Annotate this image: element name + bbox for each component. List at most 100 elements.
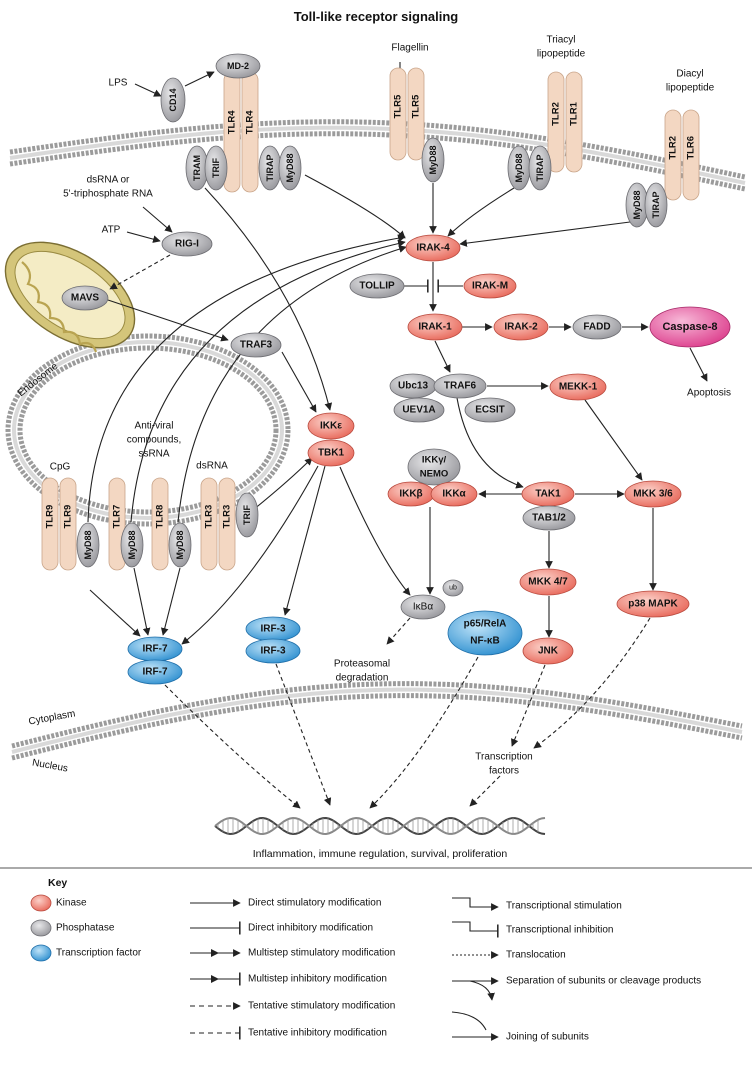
tlr3-left: TLR3 (200, 477, 218, 571)
tak1: TAK1 (521, 481, 575, 507)
phosphatase-swatch (30, 919, 52, 937)
plasma-membrane (9, 119, 746, 192)
p65-label: p65/RelA (464, 619, 507, 630)
jnk: JNK (522, 637, 574, 665)
cd14-to-md2 (184, 71, 215, 87)
irf-7-bottom: IRF-7 (127, 659, 183, 685)
membranes (5, 119, 746, 761)
myd88-tlr8-to-irf7 (160, 567, 181, 636)
tlr8: TLR8 (151, 477, 169, 571)
nemo-label: NEMO (420, 469, 449, 480)
ikba-to-degradation (386, 617, 411, 645)
tbk1-to-irf7 (181, 465, 319, 645)
tlr1: TLR1 (565, 71, 583, 173)
myd88-tlr7-to-irf7 (133, 567, 151, 636)
uev1a: UEV1A (393, 397, 445, 423)
myd88-tlr8-label: MyD88 (175, 530, 185, 559)
tlr6: TLR6 (682, 109, 700, 201)
irf-7-top: IRF-7 (127, 636, 183, 662)
atp-label: ATP (102, 225, 121, 236)
tirap-tlr21-label: TIRAP (535, 155, 545, 182)
tlr7-label: TLR7 (112, 505, 123, 529)
tlr3-right-label: TLR3 (222, 505, 233, 529)
antiviral-label-1: Anti-viral (135, 421, 174, 432)
uev1a-label: UEV1A (402, 405, 435, 416)
tbk1-label: TBK1 (318, 448, 345, 459)
myd88-tlr26-label: MyD88 (632, 190, 642, 219)
tab1-2-label: TAB1/2 (532, 513, 566, 524)
dsrna-label-1: dsRNA or (87, 175, 130, 186)
cpg-label: CpG (50, 462, 71, 473)
traf3: TRAF3 (230, 332, 282, 358)
tlr9-right: TLR9 (59, 477, 77, 571)
mavs-label: MAVS (71, 293, 99, 304)
trans-stim-key-label: Transcriptional stimulation (506, 901, 622, 912)
proteasomal-label-1: Proteasomal (334, 659, 390, 670)
myd88-tlr5-label: MyD88 (428, 145, 438, 174)
kinase-swatch (30, 894, 52, 912)
trif-to-ikke (204, 187, 333, 411)
tlr3-left-label: TLR3 (204, 505, 215, 529)
mekk1-to-mkk36 (584, 399, 643, 481)
separation-line-b (469, 980, 495, 1001)
ikk-alpha-label: IKKα (442, 489, 466, 500)
traf6: TRAF6 (433, 373, 487, 399)
myd88-tlr9-label: MyD88 (83, 530, 93, 559)
trif-plasma-label: TRIF (211, 158, 221, 178)
irak-1: IRAK-1 (407, 313, 463, 341)
rigi-to-mavs (109, 254, 171, 290)
triacyl-label-1: Triacyl (546, 35, 575, 46)
multi-inhib-key-label: Multistep inhibitory modification (248, 974, 387, 985)
ikk-alpha: IKKα (430, 481, 478, 507)
irf-3-top-label: IRF-3 (261, 624, 286, 635)
multi-inhib-mid-arrow (211, 975, 219, 983)
flagellin-label: Flagellin (391, 43, 428, 54)
myd88-tlr21: MyD88 (507, 145, 531, 191)
ikb-alpha-label: IκBα (413, 602, 433, 613)
tirap-tlr4-label: TIRAP (265, 155, 275, 182)
tlr9-right-label: TLR9 (63, 505, 74, 529)
key-title: Key (48, 877, 67, 889)
trans-inhib-key-label: Transcriptional inhibition (506, 925, 613, 936)
trif-endo-label: TRIF (242, 505, 252, 525)
trif-endo: TRIF (235, 492, 259, 538)
ubc13: Ubc13 (389, 373, 437, 399)
myd88-tlr5: MyD88 (421, 137, 445, 183)
tirap-tlr21: TIRAP (528, 145, 552, 191)
ikk-epsilon: IKKε (307, 412, 355, 440)
jnk-label: JNK (538, 646, 559, 657)
myd88-tlr4-to-irak4 (304, 174, 406, 239)
transcription-factors-label-2: factors (489, 766, 519, 777)
tent-inhib-key-label: Tentative inhibitory modification (248, 1028, 387, 1039)
edges (87, 62, 708, 836)
fadd: FADD (572, 314, 622, 340)
jnk-to-tf (511, 664, 546, 747)
traf6-label: TRAF6 (444, 381, 477, 392)
tram-label: TRAM (192, 155, 202, 181)
diacyl-label-1: Diacyl (676, 69, 703, 80)
casp8-to-apoptosis (689, 347, 708, 382)
caspase-8-label: Caspase-8 (662, 321, 717, 333)
multi-stim-mid-arrow (211, 949, 219, 957)
traf6-to-tak1 (456, 397, 524, 489)
irak-2: IRAK-2 (493, 313, 549, 341)
p38-to-tf (533, 617, 651, 749)
irak1-to-traf6 (434, 340, 451, 373)
p38-mapk-label: p38 MAPK (628, 599, 678, 610)
endosome-membrane (5, 333, 291, 527)
direct-stim-key-label: Direct stimulatory modification (248, 898, 381, 909)
tlr8-label: TLR8 (155, 505, 166, 529)
apoptosis-label: Apoptosis (687, 388, 731, 399)
mkk-3-6-label: MKK 3/6 (633, 489, 673, 500)
trif-endo-to-tbk1 (252, 457, 313, 511)
cytoplasm-label: Cytoplasm (28, 708, 76, 727)
nucleus-label: Nucleus (31, 757, 69, 774)
trans-inhib-line (452, 921, 499, 938)
md2-label: MD-2 (227, 61, 249, 71)
irf-7-top-label: IRF-7 (143, 644, 168, 655)
ubc13-label: Ubc13 (398, 381, 428, 392)
md2: MD-2 (215, 53, 261, 79)
